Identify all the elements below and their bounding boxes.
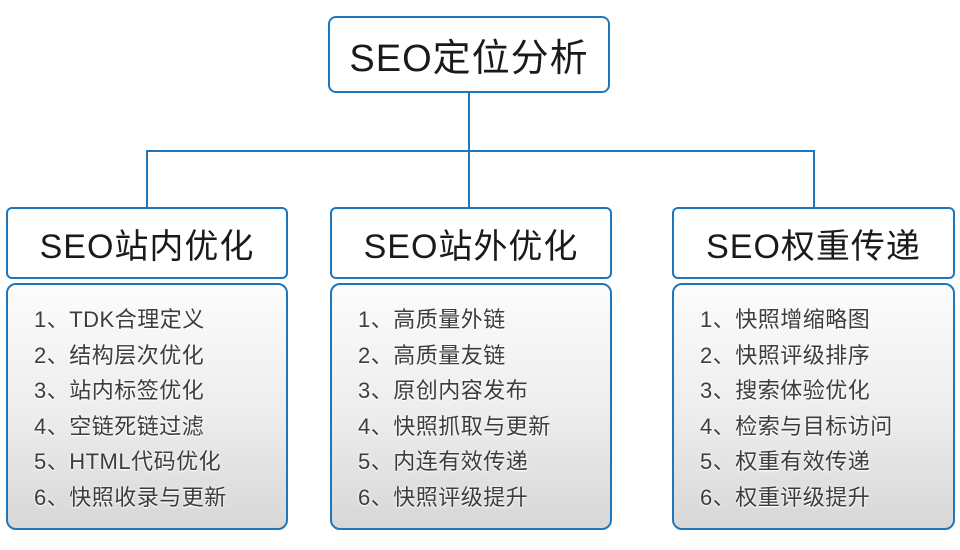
branch-node-weight-transfer-label: SEO权重传递 — [706, 227, 921, 266]
list-item: 3、站内标签优化 — [34, 378, 205, 403]
list-item: 6、快照收录与更新 — [34, 484, 227, 510]
connector-drop-right — [813, 150, 815, 208]
branch-node-onsite-label: SEO站内优化 — [39, 227, 255, 266]
list-item: 6、快照评级提升 — [358, 484, 529, 510]
list-item: 3、搜索体验优化 — [700, 378, 871, 403]
panel-weight-transfer-items: 1、快照增缩略图 2、快照评级排序 3、搜索体验优化 4、检索与目标访问 5、权… — [672, 283, 955, 530]
list-item: 1、高质量外链 — [358, 307, 506, 332]
list-item: 2、结构层次优化 — [34, 342, 205, 368]
list-item: 1、TDK合理定义 — [34, 307, 205, 332]
connector-branch-bar — [146, 150, 815, 152]
panel-onsite-items: 1、TDK合理定义 2、结构层次优化 3、站内标签优化 4、空链死链过滤 5、H… — [6, 283, 288, 530]
root-node-seo-positioning: SEO定位分析 — [328, 16, 610, 93]
branch-node-offsite: SEO站外优化 — [330, 207, 612, 279]
list-item: 5、内连有效传递 — [358, 449, 529, 474]
connector-drop-left — [146, 150, 148, 208]
list-item: 6、权重评级提升 — [700, 484, 871, 510]
branch-node-weight-transfer: SEO权重传递 — [672, 207, 955, 279]
list-item: 4、空链死链过滤 — [34, 413, 205, 439]
branch-node-offsite-label: SEO站外优化 — [363, 227, 579, 266]
list-item: 1、快照增缩略图 — [700, 307, 871, 332]
list-item: 4、快照抓取与更新 — [358, 413, 551, 439]
connector-root-stem — [468, 92, 470, 152]
list-item: 5、HTML代码优化 — [34, 449, 222, 474]
root-node-label: SEO定位分析 — [349, 38, 589, 80]
list-item: 4、检索与目标访问 — [700, 413, 893, 439]
list-item: 2、快照评级排序 — [700, 342, 871, 368]
list-item: 5、权重有效传递 — [700, 449, 871, 474]
list-item: 2、高质量友链 — [358, 342, 506, 368]
branch-node-onsite: SEO站内优化 — [6, 207, 288, 279]
connector-drop-middle — [468, 150, 470, 208]
panel-offsite-items: 1、高质量外链 2、高质量友链 3、原创内容发布 4、快照抓取与更新 5、内连有… — [330, 283, 612, 530]
list-item: 3、原创内容发布 — [358, 378, 529, 403]
